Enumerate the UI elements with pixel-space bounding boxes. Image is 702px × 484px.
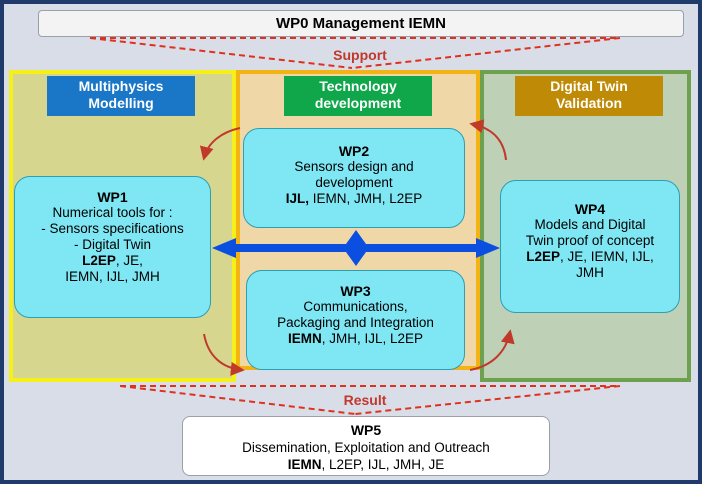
header-line: Digital Twin xyxy=(550,78,628,94)
wp5-line: Dissemination, Exploitation and Outreach xyxy=(242,440,490,455)
wp1-partners-rest: , JE, xyxy=(115,253,143,268)
wp4-line: Models and Digital xyxy=(534,217,646,232)
curved-arrow-wp1-to-wp3 xyxy=(203,333,245,376)
wp5-lead-partner: IEMN xyxy=(287,457,322,472)
curved-arrow-wp2-to-wp1 xyxy=(199,127,241,161)
wp2-line: Sensors design and xyxy=(294,159,414,174)
wp1-partners-line2: IEMN, IJL, JMH xyxy=(65,269,160,284)
wp1-line: - Digital Twin xyxy=(73,237,152,252)
header-line: development xyxy=(314,95,402,111)
wp5-partners: IEMN, L2EP, IJL, JMH, JE xyxy=(183,456,549,473)
wp4-line: Twin proof of concept xyxy=(525,233,655,248)
wp1-title: WP1 xyxy=(97,189,128,205)
header-technology-development: Technology development xyxy=(284,76,432,116)
wp2-title: WP2 xyxy=(338,143,370,159)
wp5-title: WP5 xyxy=(350,422,382,438)
wp4-title: WP4 xyxy=(574,201,606,217)
header-line: Multiphysics xyxy=(78,78,164,94)
wp2-partners-rest: IEMN, JMH, L2EP xyxy=(308,191,423,206)
wp2-box: WP2 Sensors design and development IJL, … xyxy=(243,128,465,228)
wp4-partners: L2EP, JE, IEMN, IJL, xyxy=(501,249,679,265)
wp3-partners: IEMN, JMH, IJL, L2EP xyxy=(247,331,464,347)
header-line: Validation xyxy=(555,95,623,111)
wp3-line: Communications, xyxy=(303,299,408,314)
wp1-line: - Sensors specifications xyxy=(41,221,184,236)
wp0-management-box: WP0 Management IEMN xyxy=(38,10,684,37)
wp4-lead-partner: L2EP xyxy=(526,249,560,264)
wp0-label: WP0 Management IEMN xyxy=(275,15,447,32)
wp3-title: WP3 xyxy=(340,283,371,299)
wp2-partners: IJL, IEMN, JMH, L2EP xyxy=(244,191,464,207)
header-multiphysics-modelling: Multiphysics Modelling xyxy=(47,76,195,116)
wp2-lead-partner: IJL, xyxy=(285,191,309,206)
wp3-partners-rest: , JMH, IJL, L2EP xyxy=(321,331,424,346)
wp1-box: WP1 Numerical tools for : - Sensors spec… xyxy=(14,176,211,318)
wp4-partners-line2: JMH xyxy=(576,265,604,280)
wp3-line: Packaging and Integration xyxy=(277,315,434,330)
header-digital-twin-validation: Digital Twin Validation xyxy=(515,76,663,116)
wp5-box: WP5 Dissemination, Exploitation and Outr… xyxy=(182,416,550,476)
wp4-partners-rest: , JE, IEMN, IJL, xyxy=(559,249,654,264)
wp2-line: development xyxy=(315,175,393,190)
result-dashed-arrow xyxy=(119,385,621,415)
support-dashed-arrow xyxy=(89,37,621,69)
curved-arrow-wp4-to-wp2 xyxy=(469,119,507,161)
wp4-box: WP4 Models and Digital Twin proof of con… xyxy=(500,180,680,313)
wp1-lead-partner: L2EP xyxy=(82,253,116,268)
wp3-lead-partner: IEMN xyxy=(287,331,322,346)
header-line: Technology xyxy=(319,78,397,94)
result-label: Result xyxy=(343,392,387,408)
header-line: Modelling xyxy=(88,95,154,111)
wp5-partners-rest: , L2EP, IJL, JMH, JE xyxy=(321,457,445,472)
curved-arrow-wp3-to-wp4 xyxy=(469,329,515,371)
wp1-partners: L2EP, JE, xyxy=(15,253,210,269)
wp1-line: Numerical tools for : xyxy=(52,205,173,220)
wp3-box: WP3 Communications, Packaging and Integr… xyxy=(246,270,465,370)
support-label: Support xyxy=(333,47,387,63)
